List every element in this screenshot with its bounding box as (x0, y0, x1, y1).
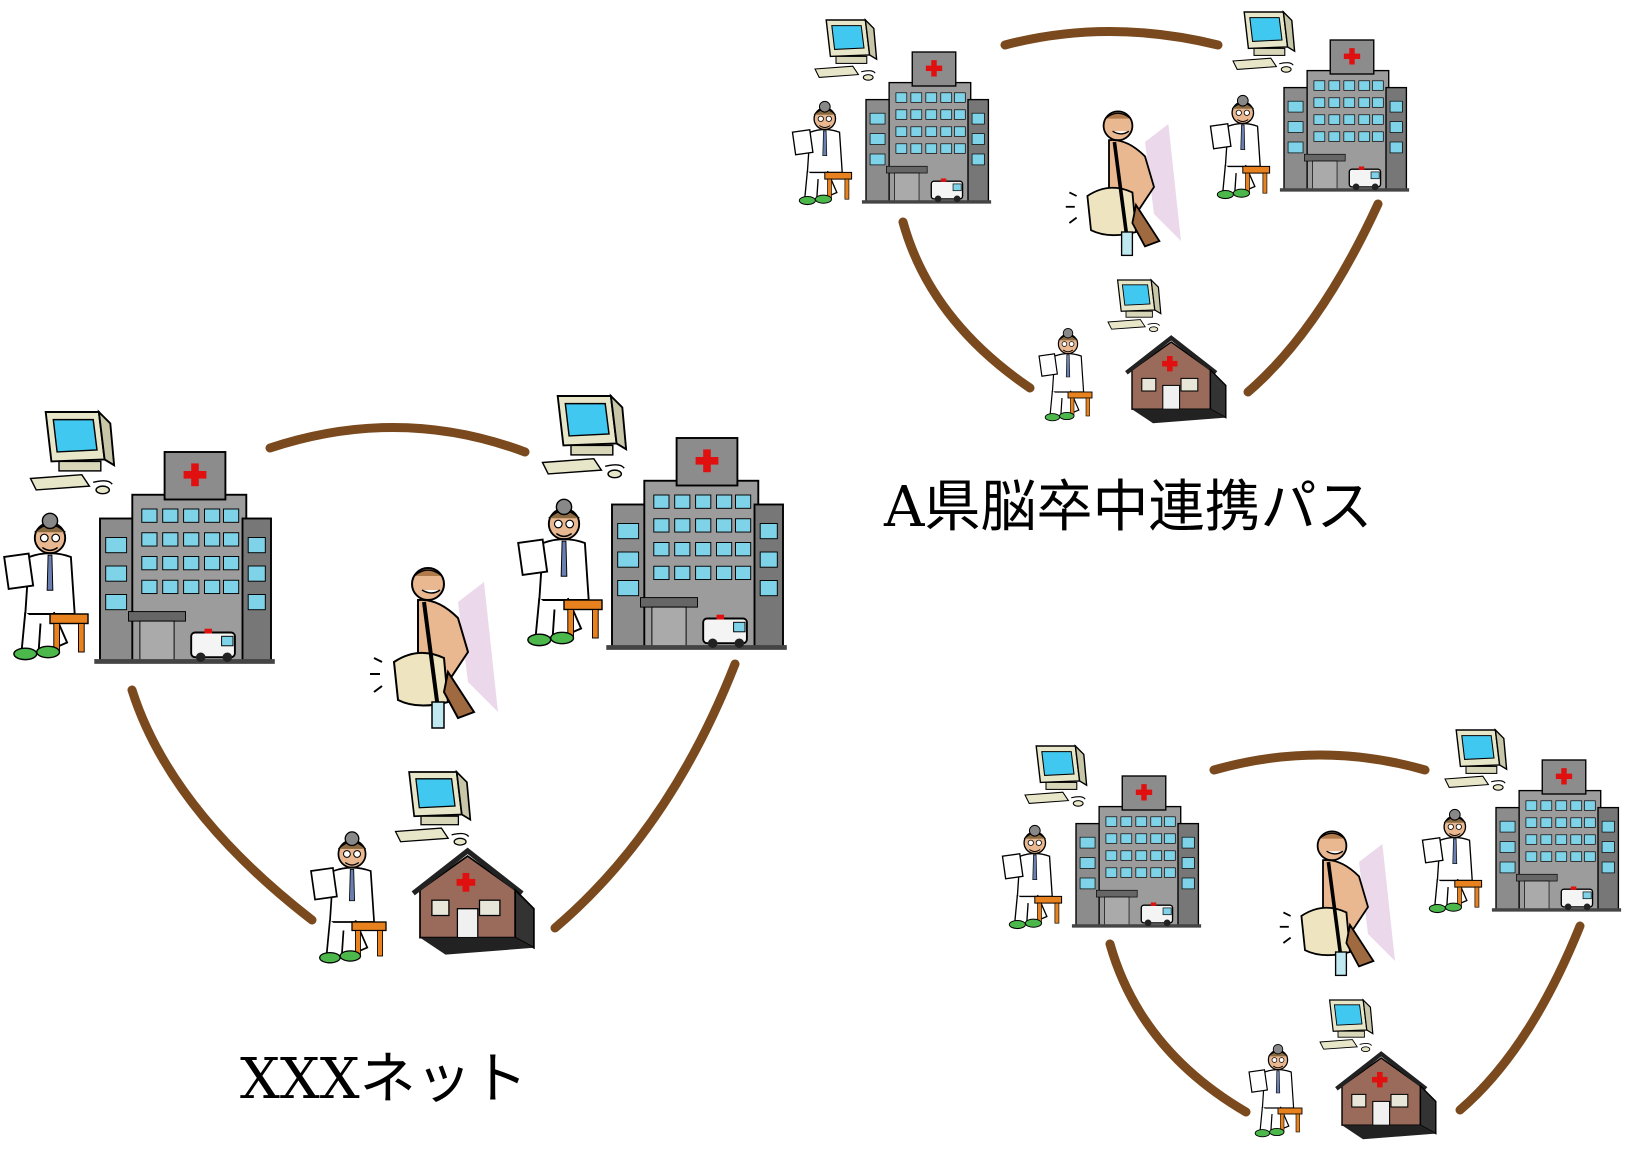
doctor-icon (1038, 327, 1093, 422)
computer-icon (1444, 729, 1508, 791)
clinic-house-icon (1126, 338, 1225, 423)
doctor-icon (1209, 94, 1271, 200)
hospital-building-icon (861, 51, 992, 205)
connector-left (898, 217, 1035, 393)
connector-top (1209, 750, 1430, 775)
connector-right (1455, 921, 1585, 1115)
connector-top (265, 422, 530, 457)
hospital-building-icon (1279, 39, 1410, 193)
connector-right (1243, 199, 1383, 397)
cluster-prefecture-path (791, 11, 1410, 423)
doctor-icon (3, 512, 89, 661)
connector-left (127, 685, 317, 925)
connector-left (1105, 939, 1251, 1117)
computer-icon (814, 19, 878, 81)
connector-right (550, 659, 740, 933)
patient-on-crutches-icon (1064, 109, 1183, 258)
patient-on-crutches-icon (368, 566, 500, 730)
clinic-house-icon (1336, 1054, 1435, 1139)
computer-icon (1024, 745, 1088, 807)
patient-on-crutches-icon (1278, 829, 1397, 978)
doctor-icon (1248, 1043, 1303, 1138)
computer-icon (541, 395, 628, 479)
computer-icon (29, 411, 116, 495)
doctor-icon (1421, 808, 1483, 914)
doctor-icon (517, 498, 603, 647)
caption-prefecture-path: A県脳卒中連携パス (884, 475, 1373, 540)
cluster-bottom-right (1001, 729, 1622, 1139)
computer-icon (1107, 279, 1162, 333)
connector-top (1000, 27, 1223, 50)
doctor-icon (791, 100, 853, 206)
doctor-icon (310, 831, 387, 964)
hospital-building-icon (1071, 775, 1202, 929)
computer-icon (394, 771, 472, 846)
hospital-building-icon (1491, 759, 1622, 913)
clinic-house-icon (413, 851, 534, 955)
cluster-xxx-net (3, 395, 788, 964)
hospital-building-icon (93, 451, 276, 665)
doctor-icon (1001, 824, 1063, 930)
computer-icon (1232, 11, 1296, 73)
caption-xxx-net: XXXネット (240, 1047, 528, 1112)
hospital-building-icon (605, 437, 788, 651)
computer-icon (1319, 999, 1374, 1053)
